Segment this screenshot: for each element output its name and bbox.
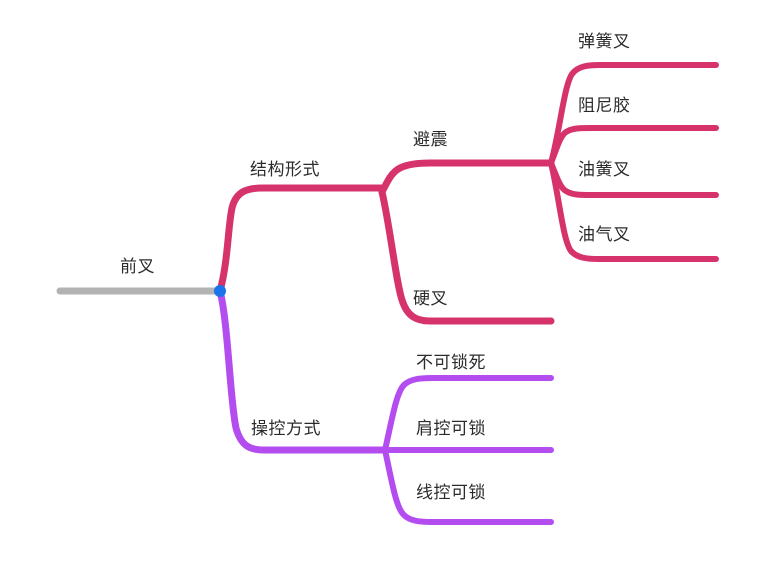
node-label-root[interactable]: 前叉	[120, 257, 155, 276]
branch-line-structure	[216, 184, 386, 295]
branch-line-rigid	[378, 188, 555, 325]
leaf-label-spring-fork[interactable]: 弹簧叉	[578, 32, 631, 51]
leaf-label-oil-gas-fork[interactable]: 油气叉	[578, 225, 631, 244]
node-label-rigid-fork[interactable]: 硬叉	[413, 289, 448, 308]
leaf-label-remote-lockout[interactable]: 线控可锁	[416, 483, 486, 502]
leaf-line-damping-rubber	[548, 125, 719, 166]
leaf-label-oil-spring-fork[interactable]: 油簧叉	[578, 160, 631, 179]
leaf-line-spring-fork	[548, 62, 719, 166]
leaf-line-oil-spring-fork	[548, 160, 719, 198]
node-label-control[interactable]: 操控方式	[251, 419, 321, 438]
root-connector-dot[interactable]	[214, 285, 226, 297]
leaf-line-no-lockout	[382, 375, 554, 453]
node-label-structure[interactable]: 结构形式	[250, 160, 320, 179]
leaf-label-damping-rubber[interactable]: 阻尼胶	[578, 96, 631, 115]
node-label-shock-absorption[interactable]: 避震	[413, 130, 448, 149]
leaf-label-crown-lockout[interactable]: 肩控可锁	[416, 419, 486, 438]
leaf-line-oil-gas-fork	[548, 160, 719, 262]
branch-line-shock	[378, 159, 555, 196]
leaf-line-remote-lockout	[382, 447, 554, 525]
branch-line-control	[216, 287, 389, 454]
leaf-label-no-lockout[interactable]: 不可锁死	[416, 353, 486, 372]
